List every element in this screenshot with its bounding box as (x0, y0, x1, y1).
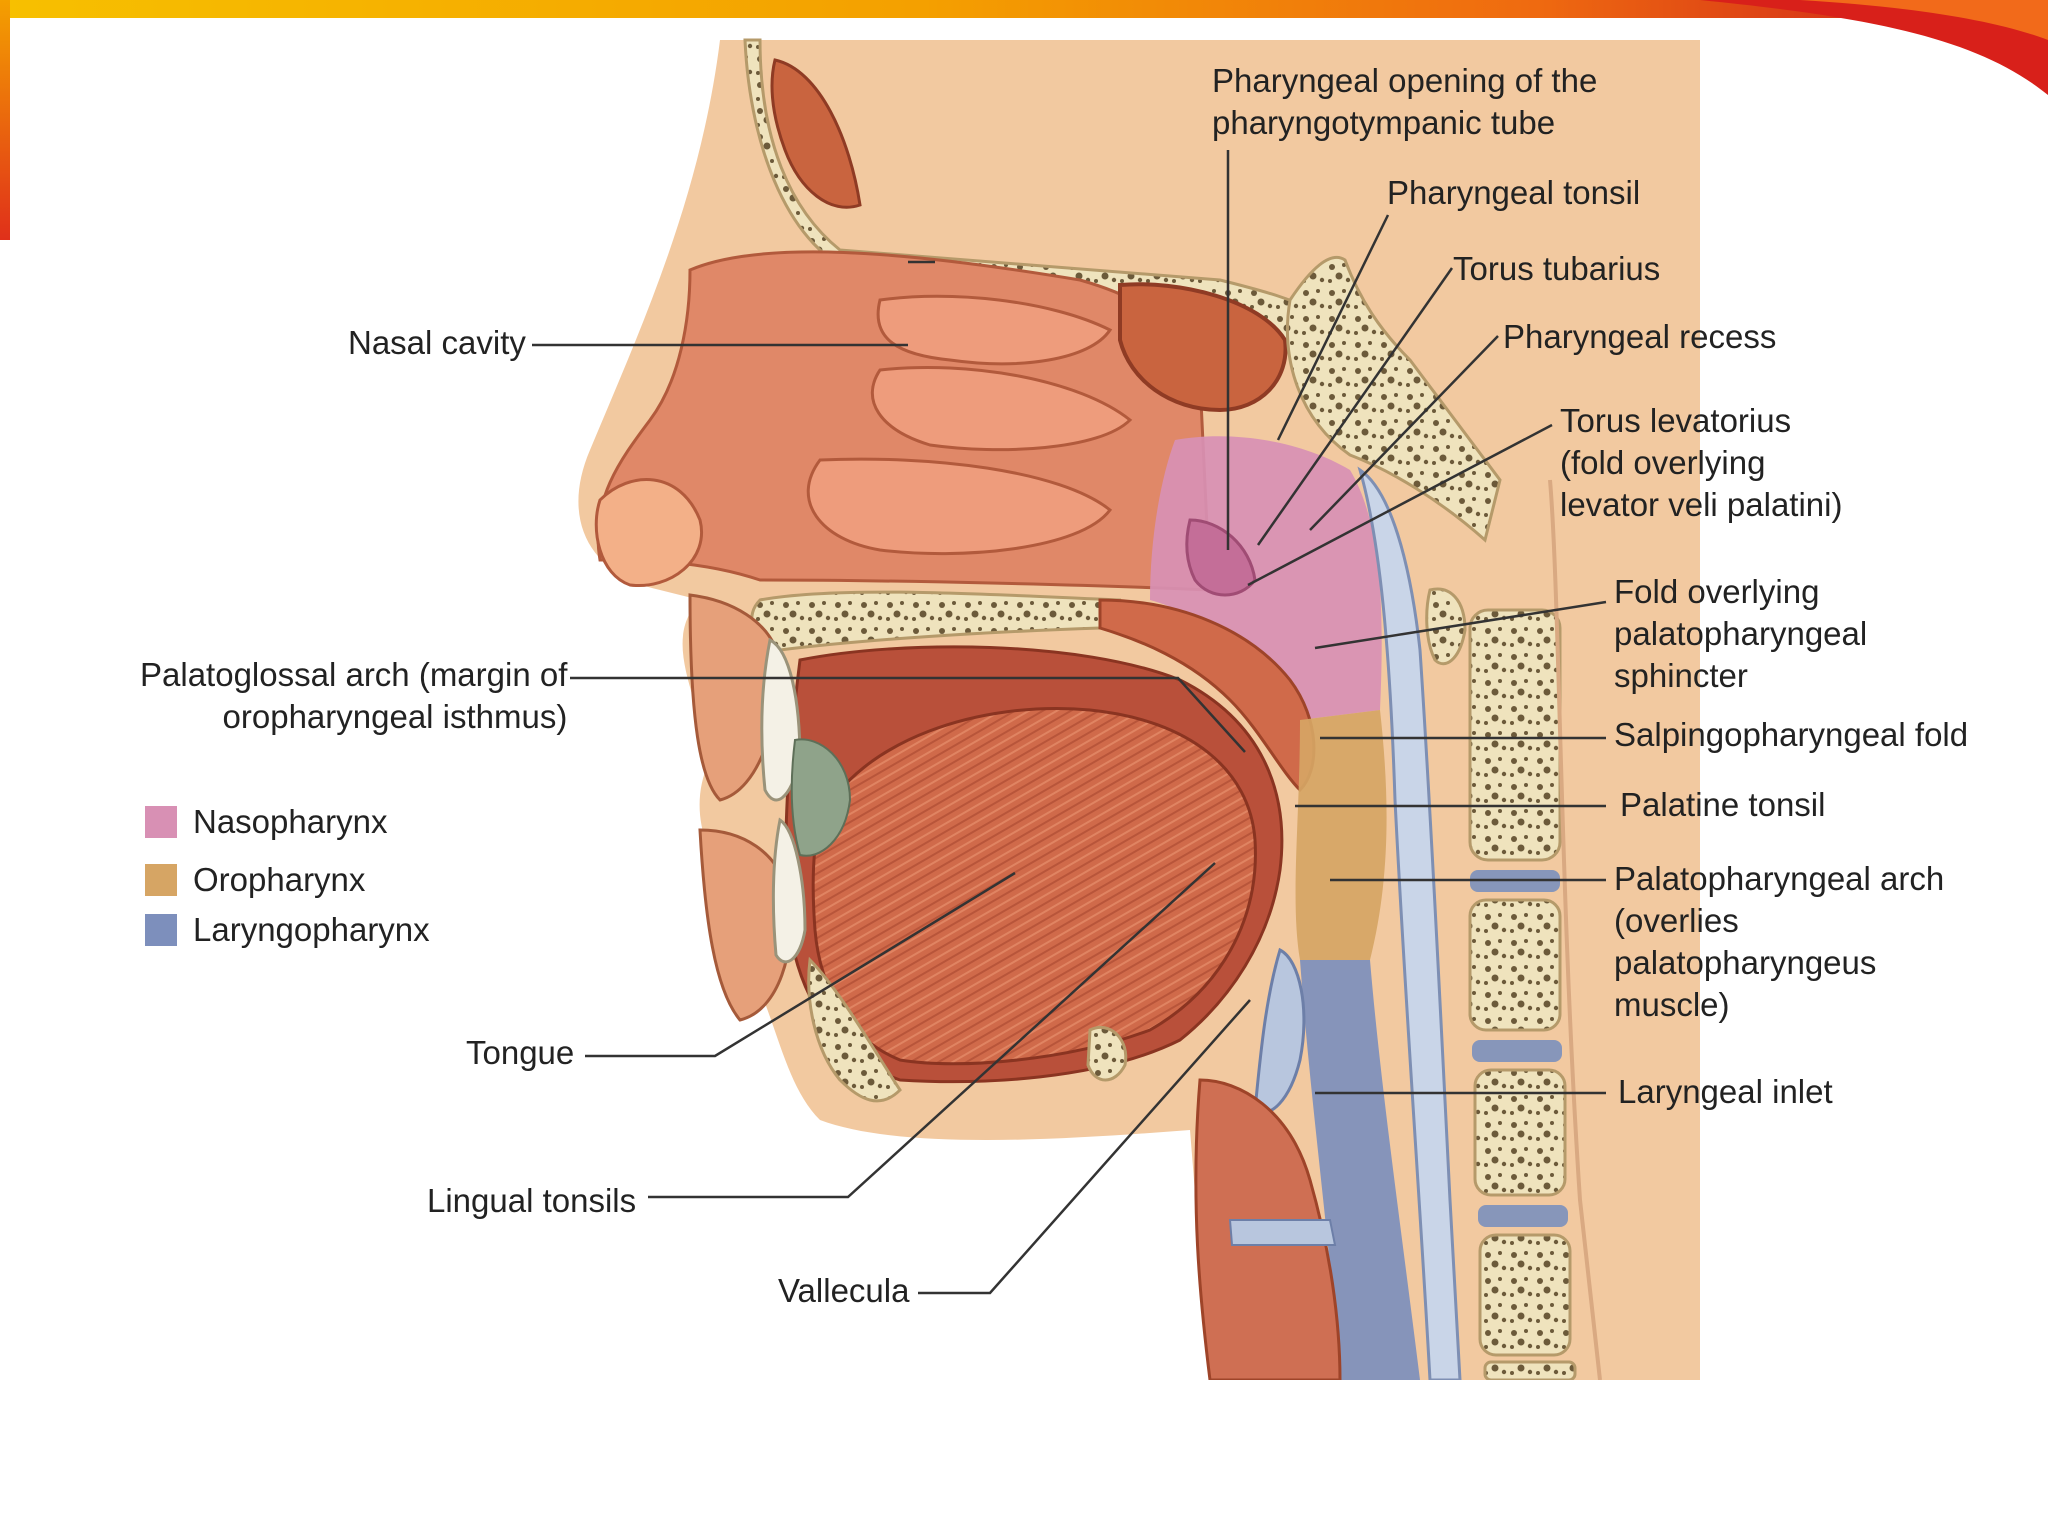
vertebra-c6-partial (1483, 1360, 1577, 1382)
laryngopharynx-region (1300, 960, 1420, 1380)
skull-base-bone (1286, 255, 1502, 543)
legend-swatch-laryngopharynx (145, 914, 177, 946)
label-torus-tubarius: Torus tubarius (1453, 250, 1661, 287)
leader-tongue (585, 871, 1016, 1058)
neck-outline (1548, 479, 1602, 1381)
legend-label-oropharynx: Oropharynx (193, 861, 366, 898)
middle-turbinate (870, 365, 1133, 452)
vertebra-c4 (1473, 1068, 1567, 1197)
vertebra-c3 (1468, 898, 1562, 1032)
lower-lip (698, 828, 793, 1022)
oropharynx-region (1295, 710, 1387, 960)
mandible (807, 956, 902, 1103)
leader-torus-levatorius (1247, 423, 1553, 587)
label-pharyngeal-recess: Pharyngeal recess (1503, 318, 1777, 355)
label-pharyngeal-tonsil: Pharyngeal tonsil (1387, 174, 1641, 211)
leader-palatoglossal (570, 676, 1246, 753)
upper-lip (688, 593, 782, 802)
trachea-cartilage (1228, 1219, 1337, 1246)
pharyngeal-wall (1357, 466, 1462, 1382)
nostril-ala (594, 478, 703, 588)
label-fold-overlying: Fold overlying palatopharyngeal sphincte… (1614, 573, 1868, 694)
nasopharynx-region (1150, 436, 1382, 720)
gum-tissue (790, 738, 852, 857)
label-pharyngeal-opening: Pharyngeal opening of the pharyngotympan… (1212, 62, 1598, 141)
top-accent-bar (0, 0, 2048, 18)
legend-swatch-nasopharynx (145, 806, 177, 838)
hyoid-bone (1086, 1026, 1128, 1082)
legend: Nasopharynx Oropharynx Laryngopharynx (145, 802, 485, 962)
top-right-swoosh (1700, 0, 2048, 95)
top-right-swoosh-light (1800, 0, 2048, 40)
sphenoid-sinus (1118, 282, 1288, 413)
label-tongue: Tongue (466, 1034, 575, 1071)
leader-pharyngeal-tonsil (1276, 214, 1390, 441)
label-laryngeal-inlet: Laryngeal inlet (1618, 1073, 1833, 1110)
legend-swatch-oropharynx (145, 864, 177, 896)
intervertebral-disc-2 (1472, 1040, 1562, 1062)
inferior-turbinate (806, 457, 1113, 556)
legend-label-nasopharynx: Nasopharynx (193, 803, 388, 840)
label-palatine-tonsil: Palatine tonsil (1620, 786, 1826, 823)
left-accent-bar (0, 0, 10, 240)
label-salpingopharyngeal-fold: Salpingopharyngeal fold (1614, 716, 1969, 753)
label-palatoglossal-arch: Palatoglossal arch (margin of oropharyng… (140, 656, 568, 735)
label-palatopharyngeal-arch: Palatopharyngeal arch (overlies palatoph… (1614, 860, 1945, 1023)
leader-fold-overlying (1314, 600, 1607, 650)
epiglottis (1253, 947, 1306, 1114)
leader-vallecula (918, 999, 1251, 1295)
torus-tubarius-shape (1185, 518, 1257, 597)
upper-incisor (760, 637, 802, 802)
frontal-sinus (770, 58, 862, 209)
cervical-spine (1425, 587, 1577, 1382)
leader-pharyngeal-recess (1309, 335, 1499, 531)
vertebra-c2 (1468, 608, 1562, 862)
label-lingual-tonsils: Lingual tonsils (427, 1182, 637, 1219)
intervertebral-disc-3 (1478, 1205, 1568, 1227)
leader-torus-tubarius (1256, 267, 1454, 546)
vertebra-c5 (1478, 1233, 1572, 1357)
label-vallecula: Vallecula (778, 1272, 910, 1309)
label-nasal-cavity: Nasal cavity (348, 324, 526, 361)
leader-lingual-tonsils (648, 862, 1216, 1199)
label-torus-levatorius: Torus levatorius (fold overlying levator… (1560, 402, 1843, 523)
tongue-muscle (811, 706, 1257, 1066)
superior-turbinate (876, 294, 1113, 366)
figure-bottom-mask (0, 1380, 2048, 1536)
legend-label-laryngopharynx: Laryngopharynx (193, 911, 430, 948)
lower-incisor (771, 817, 807, 964)
leader-lines (532, 150, 1607, 1295)
